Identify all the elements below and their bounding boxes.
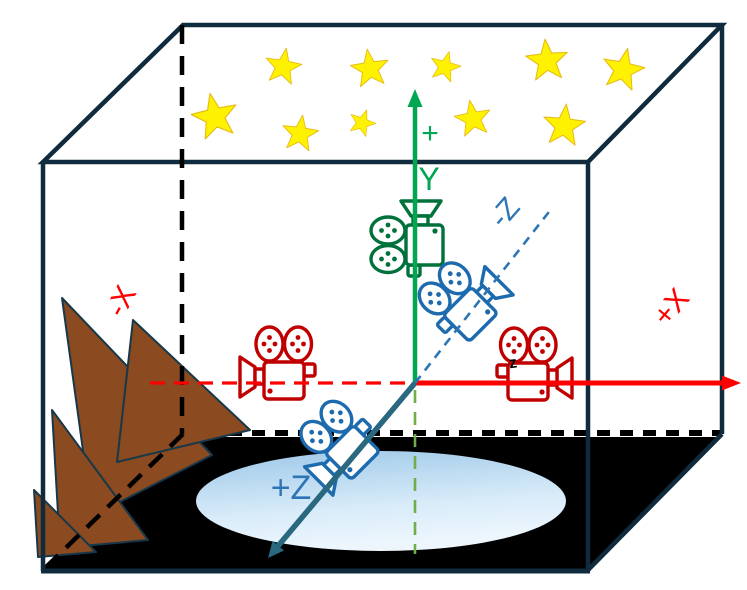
star-icon (523, 36, 570, 82)
box-top-face-edges (37, 22, 728, 165)
x-axis-arrowhead (722, 375, 741, 391)
star-icon (451, 96, 494, 138)
star-icon (347, 46, 392, 89)
label-z-small-mark: z (508, 354, 518, 372)
star-icon (187, 88, 242, 142)
z-axis-arrowhead (268, 540, 284, 558)
star-icon (262, 44, 305, 86)
box-hidden-edges (41, 25, 185, 572)
mountain-peak (51, 409, 149, 549)
ceiling-stars (187, 36, 649, 153)
label-y-plus: + (421, 117, 439, 150)
star-icon (598, 43, 649, 93)
movie-camera-icon-positive-y (369, 199, 445, 278)
box-hidden-edge-bottom-left (41, 432, 185, 572)
movie-camera-icon-negative-x (238, 325, 317, 401)
star-icon (426, 47, 465, 84)
y-axis-arrowhead (407, 89, 423, 107)
mountain-peak (116, 319, 251, 463)
star-icon (540, 101, 588, 147)
star-icon (345, 104, 380, 139)
mountains (33, 297, 251, 558)
label-negative-z: -Z (483, 191, 526, 234)
star-icon (279, 112, 321, 153)
pond-ellipse (196, 451, 566, 551)
label-positive-z: +Z (271, 469, 312, 507)
mountain-peak (33, 489, 97, 558)
label-y-axis: Y (418, 161, 439, 197)
box-solid-edges (40, 25, 725, 574)
z-axis-negative-dashed (413, 207, 554, 384)
label-positive-x: +X (647, 282, 696, 332)
box-edge-floor-right (586, 432, 724, 572)
label-negative-x: -X (100, 280, 143, 322)
z-axis-positive (276, 381, 418, 548)
